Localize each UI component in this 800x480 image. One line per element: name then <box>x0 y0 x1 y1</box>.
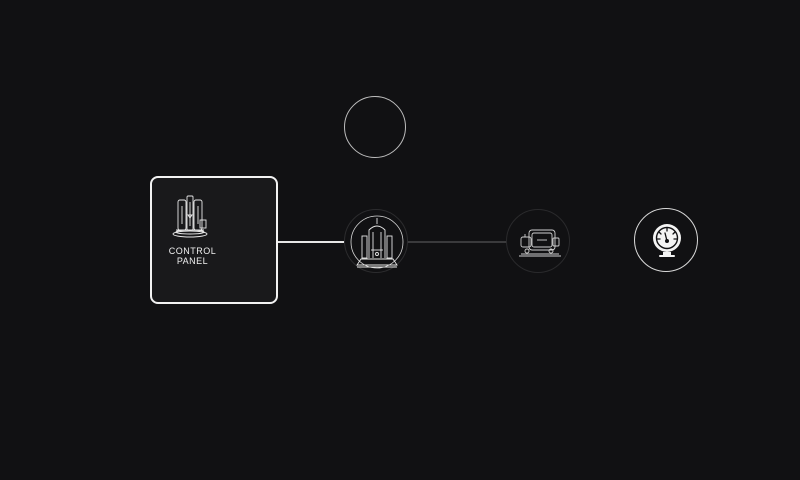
connector-active <box>277 241 344 243</box>
empty-node-slot[interactable] <box>344 96 406 158</box>
compressor-icon <box>519 229 561 257</box>
reactor-dome-icon <box>350 215 404 269</box>
connector-inactive <box>407 241 507 243</box>
reactor-column-icon <box>172 195 208 238</box>
reactor-node[interactable] <box>344 209 408 273</box>
gauge-icon <box>653 224 681 257</box>
control-panel-label: CONTROL PANEL <box>168 246 217 266</box>
gauge-node[interactable] <box>634 208 698 272</box>
control-panel-card[interactable]: CONTROL PANEL <box>150 176 278 304</box>
compressor-node[interactable] <box>506 209 570 273</box>
